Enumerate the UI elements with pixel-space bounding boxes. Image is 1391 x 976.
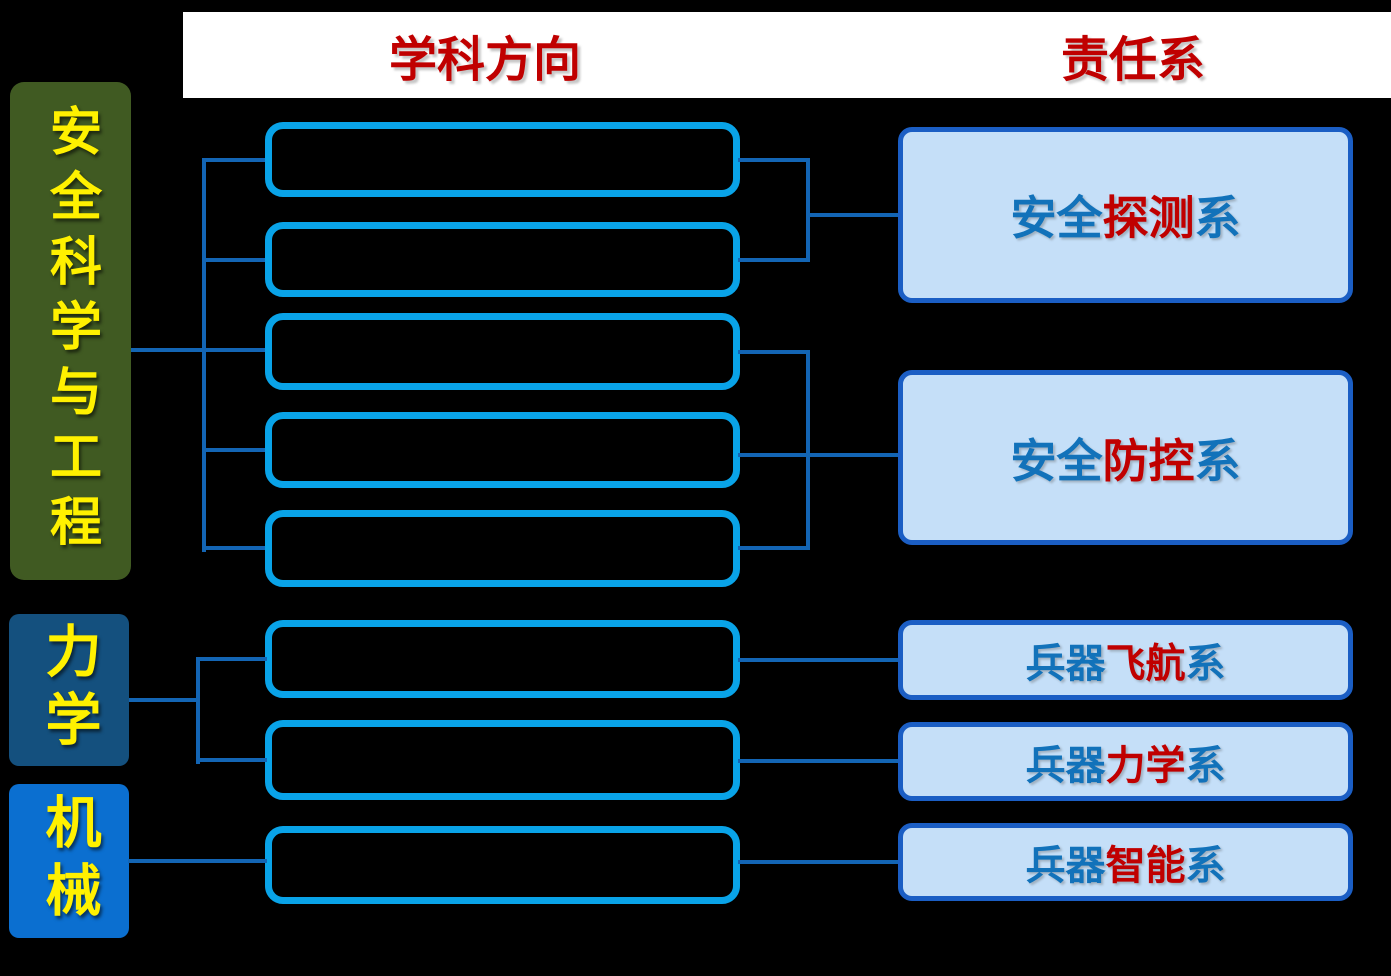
department-label-part: 系 [1185, 743, 1226, 788]
direction-box-4 [265, 412, 740, 488]
discipline-box-machinery: 机械 [9, 784, 129, 938]
department-label-part: 安全 [1010, 434, 1103, 487]
department-label-part: 系 [1194, 192, 1241, 244]
discipline-box-mechanics: 力学 [9, 614, 129, 766]
connector-mechanics-stub-2 [196, 758, 267, 762]
column-header-discipline-directions: 学科方向 [388, 34, 582, 87]
direction-box-2 [265, 222, 740, 297]
department-label-part: 兵器 [1025, 743, 1106, 788]
department-box-ordnance-intelligence: 兵器智能系 [898, 823, 1353, 901]
connector-intelligence-output [738, 860, 898, 864]
department-label-part: 兵器 [1025, 844, 1106, 888]
column-header-responsible-departments: 责任系 [1060, 34, 1206, 87]
connector-safety-stub-2 [202, 258, 265, 262]
direction-box-1 [265, 122, 740, 197]
connector-safety-stub-5 [202, 546, 265, 550]
connector-safety-stub-4 [202, 448, 265, 452]
discipline-label: 力学 [38, 622, 101, 758]
department-label-part: 系 [1185, 642, 1226, 686]
department-label-highlight: 智能 [1105, 844, 1186, 888]
direction-box-6 [265, 620, 740, 698]
header-band: 学科方向 责任系 [183, 12, 1391, 98]
department-label-highlight: 力学 [1105, 743, 1186, 788]
department-box-ordnance-mechanics: 兵器力学系 [898, 722, 1353, 801]
connector-prevention-stub-5 [738, 546, 810, 550]
connector-prevention-vertical [806, 350, 810, 550]
department-label-part: 安全 [1010, 192, 1103, 244]
direction-box-3 [265, 313, 740, 390]
connector-mechanics-stub-1 [196, 657, 267, 661]
direction-box-7 [265, 720, 740, 800]
connector-detection-output [806, 213, 898, 217]
connector-detection-vertical [806, 158, 810, 262]
discipline-box-safety-science-engineering: 安全科学与工程 [10, 82, 131, 580]
connector-prevention-output [738, 453, 898, 457]
department-label-highlight: 飞航 [1105, 642, 1186, 686]
connector-safety-stub-1 [202, 158, 265, 162]
connector-machinery-trunk [128, 859, 267, 863]
connector-detection-stub-2 [738, 258, 810, 262]
department-box-safety-detection: 安全探测系 [898, 127, 1353, 303]
discipline-label: 机械 [38, 793, 101, 929]
connector-safety-trunk [131, 348, 265, 352]
department-label-highlight: 防控 [1102, 434, 1195, 487]
direction-box-8 [265, 826, 740, 904]
department-label-part: 系 [1194, 434, 1241, 487]
department-box-ordnance-flight: 兵器飞航系 [898, 620, 1353, 700]
connector-prevention-stub-3 [738, 350, 810, 354]
connector-detection-stub-1 [738, 158, 810, 162]
discipline-label: 安全科学与工程 [41, 103, 100, 559]
connector-mechanics-trunk [129, 698, 200, 702]
connector-flight-output [738, 658, 898, 662]
department-label-part: 兵器 [1025, 642, 1106, 686]
connector-safety-vertical [202, 158, 206, 552]
department-box-safety-prevention-control: 安全防控系 [898, 370, 1353, 545]
connector-ordnance-mechanics-output [738, 759, 898, 763]
department-label-highlight: 探测 [1102, 192, 1195, 244]
direction-box-5 [265, 510, 740, 587]
connector-mechanics-vertical [196, 657, 200, 764]
department-label-part: 系 [1185, 844, 1226, 888]
